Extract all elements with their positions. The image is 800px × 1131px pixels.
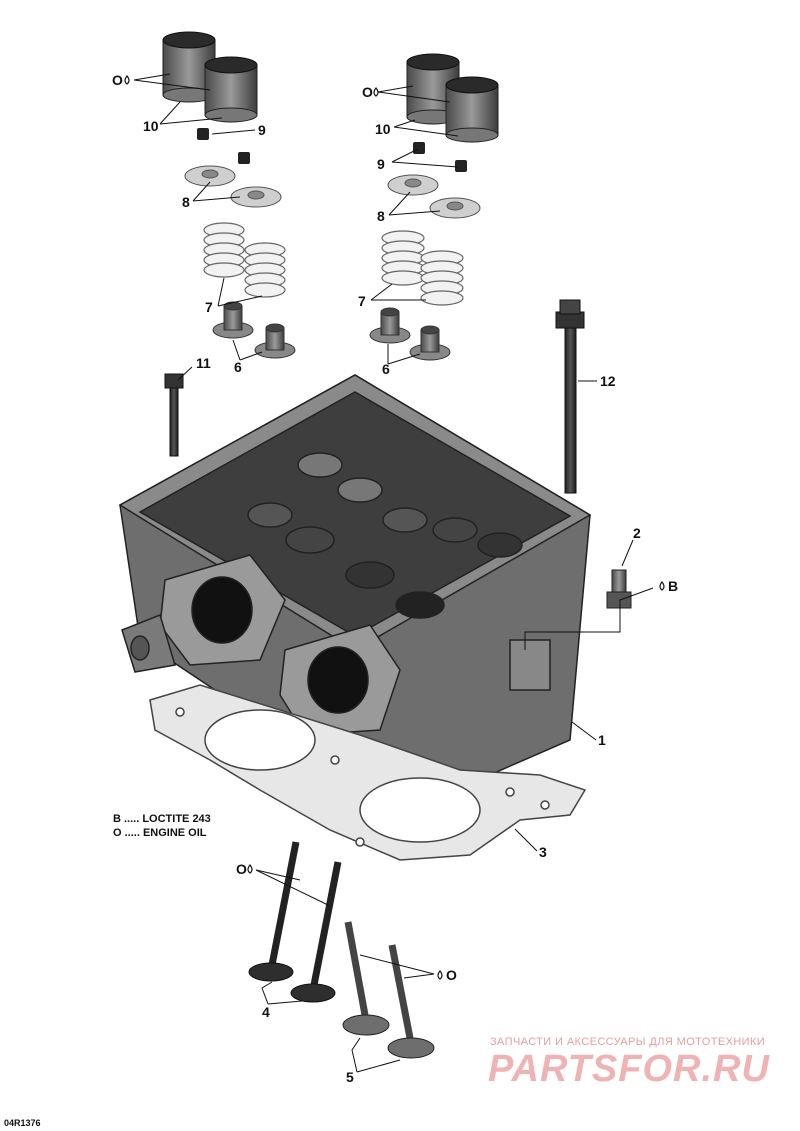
drop-icon	[659, 581, 665, 591]
callout-4: 4	[262, 1004, 270, 1020]
cylinder-head	[118, 374, 592, 791]
head-gasket	[149, 684, 587, 861]
short-bolt	[164, 373, 184, 457]
watermark-subtitle: ЗАПЧАСТИ И АКСЕССУАРЫ ДЛЯ МОТОТЕХНИКИ	[490, 1036, 766, 1048]
callout-oil-valves-right: O	[446, 967, 457, 983]
callout-2: 2	[633, 525, 641, 541]
callout-10-left: 10	[143, 118, 159, 134]
valve-pair-4	[248, 841, 342, 1003]
valve-spring-group	[203, 222, 464, 306]
legend-loctite: B ..... LOCTITE 243	[113, 813, 211, 825]
callout-oil-valves-left: O	[236, 861, 247, 877]
valve-pair-5	[342, 921, 435, 1059]
callout-9-right: 9	[377, 156, 385, 172]
plug-fitting	[606, 569, 632, 609]
legend-engine-oil: O ..... ENGINE OIL	[113, 827, 207, 839]
drop-icon	[373, 87, 379, 97]
callout-10-right: 10	[375, 121, 391, 137]
long-bolt	[555, 299, 585, 494]
drop-icon	[124, 75, 130, 85]
callout-7-left: 7	[205, 299, 213, 315]
callout-9-left: 9	[258, 122, 266, 138]
callout-loctite: B	[668, 578, 678, 594]
callout-6-right: 6	[382, 361, 390, 377]
leader-lines	[133, 73, 654, 1073]
callout-1: 1	[598, 732, 606, 748]
callout-6-left: 6	[234, 359, 242, 375]
valve-keeper-group	[197, 128, 467, 172]
callout-3: 3	[539, 844, 547, 860]
callout-oil-top-left: O	[112, 72, 123, 88]
drop-icon	[247, 864, 253, 874]
drop-icon	[437, 970, 443, 980]
valve-lifter-group-right	[406, 53, 499, 143]
valve-lifter-group-left	[162, 31, 258, 123]
valve-stem-seal-group	[212, 301, 451, 361]
watermark-brand: PARTSFOR.RU	[488, 1048, 770, 1090]
callout-labels: 1 2 3 4 5 6 6 7 7 8 8 9 9 10 10 11 12 O …	[112, 72, 678, 1085]
spring-retainer-group	[184, 165, 481, 219]
drawing-code: 04R1376	[4, 1118, 41, 1128]
callout-oil-top-right: O	[362, 84, 373, 100]
callout-7-right: 7	[358, 293, 366, 309]
callout-5: 5	[346, 1069, 354, 1085]
callout-8-left: 8	[182, 194, 190, 210]
callout-8-right: 8	[377, 208, 385, 224]
legend: B ..... LOCTITE 243 O ..... ENGINE OIL	[113, 812, 211, 840]
callout-11: 11	[196, 355, 211, 371]
drop-icons	[124, 75, 665, 980]
callout-12: 12	[600, 373, 616, 389]
